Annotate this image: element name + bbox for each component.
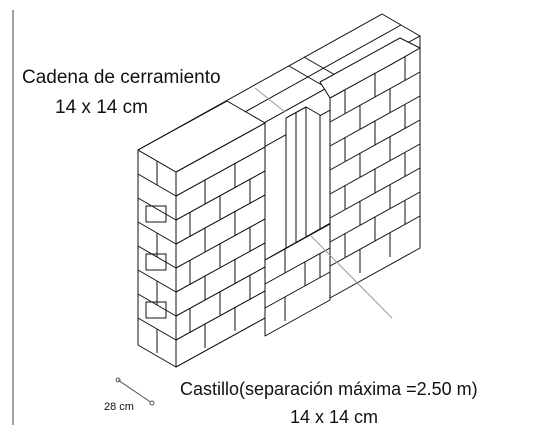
dimension-label: 28 cm (104, 401, 134, 413)
lower-middle-wall (264, 211, 351, 337)
leader-lines (254, 87, 393, 319)
castillo-label-line1: Castillo(separación máxima =2.50 m) (180, 379, 478, 399)
left-block-courses (175, 146, 266, 348)
cadena-label-line2: 14 x 14 cm (55, 97, 148, 118)
right-wall-block (319, 37, 421, 299)
castillo-column (285, 106, 321, 270)
castillo-label-line2: 14 x 14 cm (290, 407, 379, 427)
left-side-courses (137, 161, 177, 353)
dimension-marker (115, 377, 155, 406)
cadena-label-line1: Cadena de cerramiento (22, 67, 221, 88)
